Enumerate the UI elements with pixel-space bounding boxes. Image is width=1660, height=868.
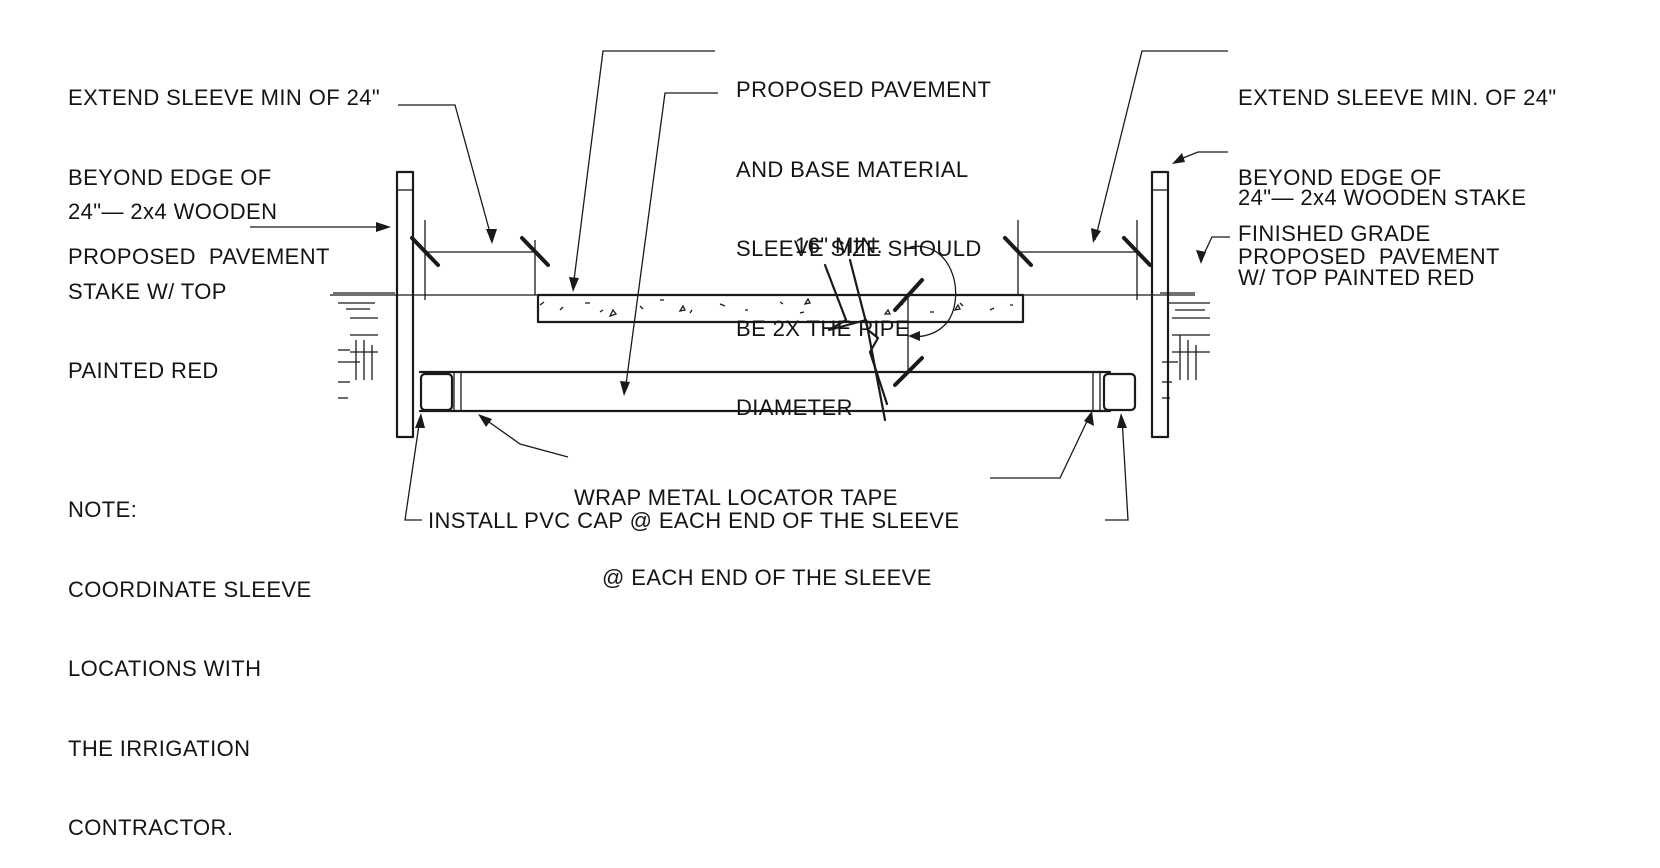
note-line: BE 2X THE PIPE <box>736 315 910 341</box>
stake-right <box>1150 170 1170 439</box>
note-pavement: PROPOSED PAVEMENT AND BASE MATERIAL SLEE… <box>736 24 991 448</box>
pavement-section <box>536 293 1025 324</box>
note-line: STAKE W/ TOP <box>68 278 227 304</box>
note-line: COORDINATE SLEEVE <box>68 576 312 602</box>
stake-left <box>395 170 415 439</box>
note-line: THE IRRIGATION <box>68 735 251 761</box>
note-pvc-cap: INSTALL PVC CAP @ EACH END OF THE SLEEVE <box>428 508 960 533</box>
note-depth: 16" MIN. <box>795 233 884 258</box>
note-line: PROPOSED PAVEMENT <box>1238 244 1500 269</box>
dimension-right <box>1003 220 1152 300</box>
note-line: PROPOSED PAVEMENT <box>736 77 992 102</box>
dimension-depth <box>893 278 924 387</box>
note-locator-tape: WRAP METAL LOCATOR TAPE @ EACH END OF TH… <box>574 432 932 618</box>
note-line: EXTEND SLEEVE MIN OF 24" <box>68 85 381 110</box>
note-line: DIAMETER <box>736 395 853 420</box>
note-line: PAINTED RED <box>68 358 219 383</box>
note-stake-left: 24"— 2x4 WOODEN STAKE W/ TOP PAINTED RED <box>68 146 277 411</box>
note-line: LOCATIONS WITH <box>68 656 262 681</box>
note-line: EXTEND SLEEVE MIN. OF 24" <box>1238 85 1557 110</box>
note-line: PROPOSED PAVEMENT <box>68 244 330 269</box>
general-note: NOTE: COORDINATE SLEEVE LOCATIONS WITH T… <box>68 444 312 868</box>
note-line: CONTRACTOR. <box>68 815 234 840</box>
dimension-left <box>410 220 550 300</box>
arrowheads <box>376 153 1206 428</box>
note-line: 24"— 2x4 WOODEN <box>68 199 278 224</box>
soil-hatch-right <box>1162 302 1210 399</box>
note-line: W/ TOP PAINTED RED <box>1238 264 1475 290</box>
leader-lines <box>250 50 1230 521</box>
note-line: AND BASE MATERIAL <box>736 156 969 182</box>
sleeve-detail-drawing <box>250 50 1230 521</box>
note-line: 24"— 2x4 WOODEN STAKE <box>1238 185 1527 210</box>
note-finished-grade: FINISHED GRADE <box>1238 221 1431 246</box>
break-line <box>823 258 889 422</box>
note-extend-sleeve-left: EXTEND SLEEVE MIN OF 24" BEYOND EDGE OF … <box>68 32 380 297</box>
soil-hatch-left <box>338 302 378 399</box>
sleeve-pipe <box>418 370 1137 413</box>
note-line: WRAP METAL LOCATOR TAPE <box>574 485 898 510</box>
note-line: BEYOND EDGE OF <box>68 164 272 190</box>
note-line: NOTE: <box>68 497 138 522</box>
note-extend-sleeve-right: EXTEND SLEEVE MIN. OF 24" BEYOND EDGE OF… <box>1238 32 1557 297</box>
note-stake-right: 24"— 2x4 WOODEN STAKE W/ TOP PAINTED RED <box>1238 132 1526 318</box>
note-line: SLEEVE SIZE SHOULD <box>736 236 982 261</box>
note-line: @ EACH END OF THE SLEEVE <box>602 564 932 590</box>
note-line: BEYOND EDGE OF <box>1238 164 1442 190</box>
